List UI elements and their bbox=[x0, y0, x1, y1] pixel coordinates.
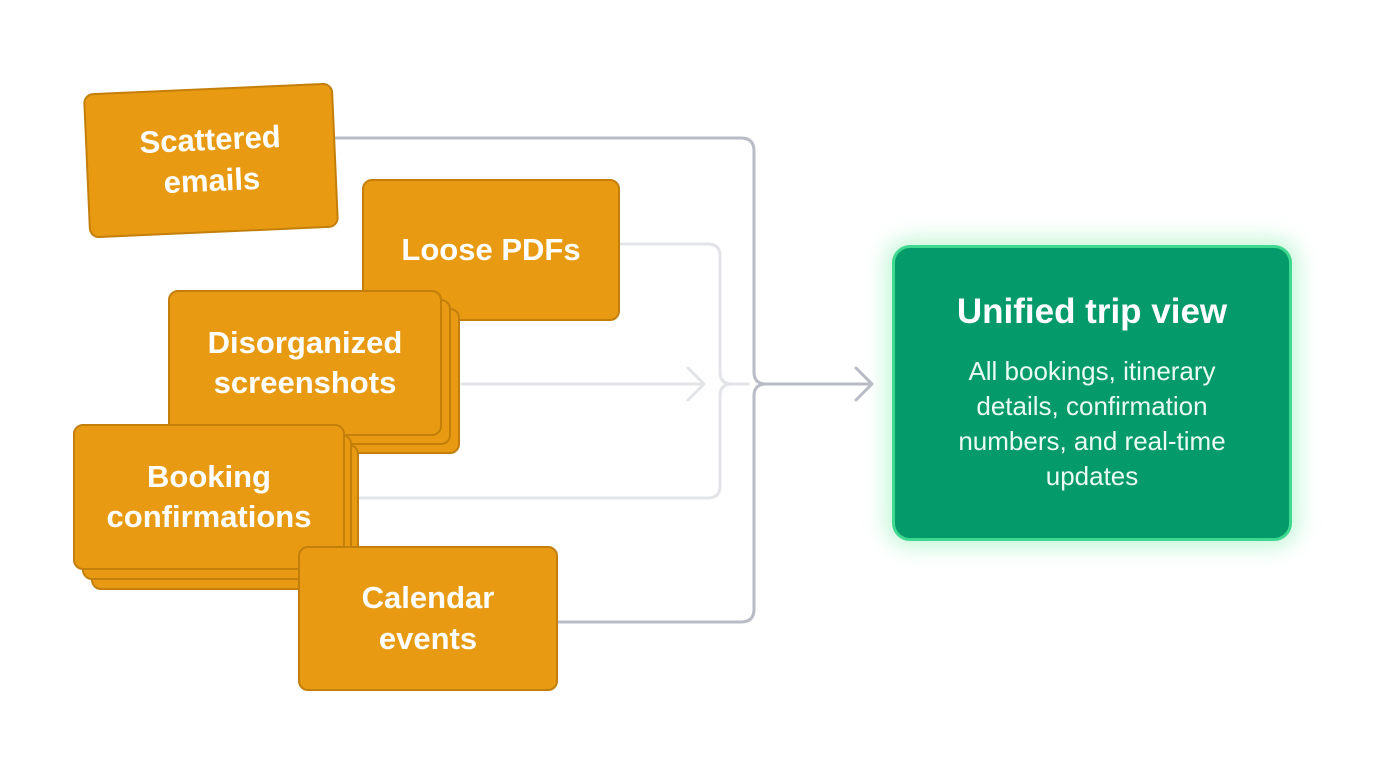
connector-calendar bbox=[556, 382, 768, 624]
connector-screenshots-arrowhead bbox=[686, 366, 706, 402]
source-card-booking-line-1: Booking bbox=[147, 458, 271, 494]
main-arrowhead bbox=[854, 366, 874, 402]
unified-trip-view-card: Unified trip view All bookings, itinerar… bbox=[892, 245, 1292, 541]
source-card-booking: Booking confirmations bbox=[73, 424, 345, 570]
source-card-calendar-line-1: Calendar bbox=[361, 580, 495, 616]
source-card-screenshots: Disorganized screenshots bbox=[168, 290, 442, 436]
source-card-screenshots-line-2: screenshots bbox=[213, 365, 397, 400]
source-card-screenshots-line-1: Disorganized bbox=[207, 324, 403, 360]
connector-pdfs bbox=[618, 242, 750, 386]
source-card-emails-line-1: Scattered bbox=[138, 119, 282, 161]
unified-trip-view-title: Unified trip view bbox=[956, 292, 1228, 332]
source-card-emails-line-2: emails bbox=[162, 160, 261, 200]
unified-trip-view-description: All bookings, itinerary details, confirm… bbox=[958, 356, 1226, 491]
connector-booking bbox=[358, 382, 750, 500]
source-card-calendar-line-2: events bbox=[378, 620, 478, 656]
source-card-booking-line-2: confirmations bbox=[106, 499, 312, 534]
source-card-calendar: Calendar events bbox=[298, 546, 558, 691]
connector-emails bbox=[334, 136, 768, 386]
source-card-pdfs-label: Loose PDFs bbox=[401, 231, 581, 267]
source-card-emails: Scattered emails bbox=[82, 82, 340, 239]
